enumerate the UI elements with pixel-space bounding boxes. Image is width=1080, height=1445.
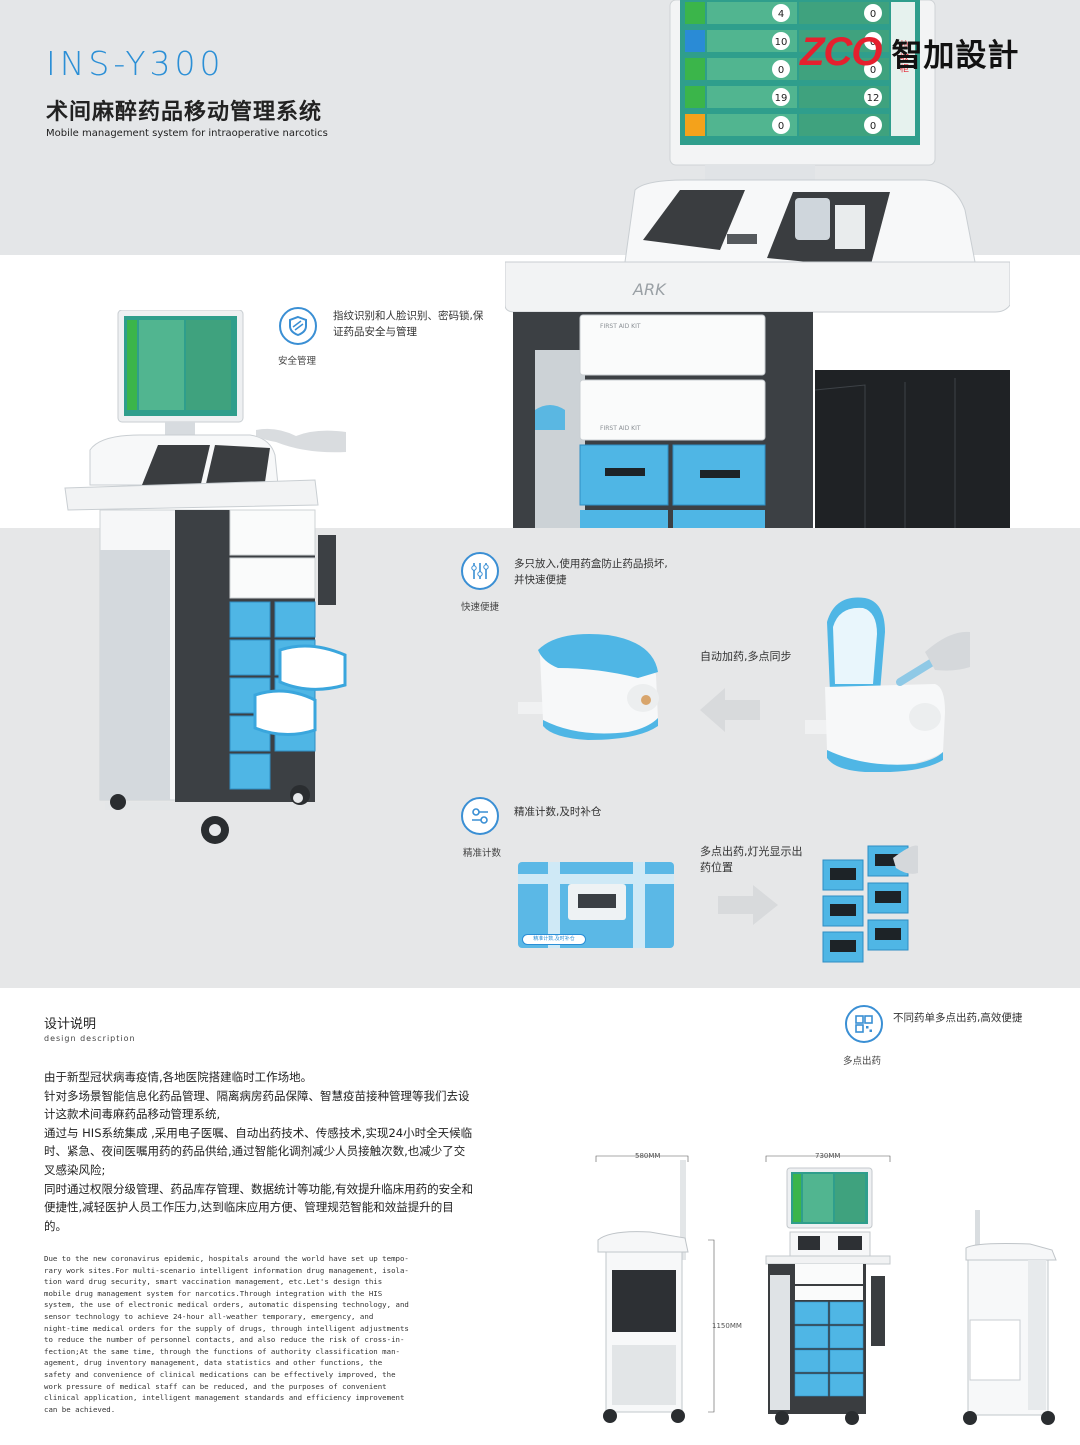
shield-icon <box>279 307 317 345</box>
screen-count-2: 0 <box>870 9 876 20</box>
multi-point-label: 多点出药 <box>843 1056 882 1067</box>
design-section-subtitle: design description <box>44 1034 136 1043</box>
screen-count-10: 0 <box>870 121 876 132</box>
logo-chinese: 智加設計 <box>891 37 1020 74</box>
security-label: 安全管理 <box>278 356 317 367</box>
design-section-title: 设计说明 <box>44 1017 97 1032</box>
cart-full-illustration <box>64 310 347 844</box>
screen-side-button: 拉 收 柜 <box>898 39 909 74</box>
brand-logo: ZCO 智加設計 <box>800 30 1019 74</box>
screen-count-4: 0 <box>870 37 876 48</box>
cn-paragraph-2: 针对多场景智能信息化药品管理、隔离病房药品保障、智慧疫苗接种管理等我们去设计这款… <box>44 1088 470 1122</box>
medicine-box-closed-illustration <box>518 634 659 740</box>
page-subtitle: Mobile management system for intraoperat… <box>46 128 328 139</box>
cn-paragraph-4: 同时通过权限分级管理、药品库存管理、数据统计等功能,有效提升临床用药的安全和便捷… <box>44 1181 474 1233</box>
screen-count-5: 0 <box>778 65 784 76</box>
auto-add-caption: 自动加药,多点同步 <box>700 650 792 663</box>
screen-count-6: 0 <box>870 65 876 76</box>
cart-brand-label: ARK <box>632 280 667 299</box>
cn-paragraph-1: 由于新型冠状病毒疫情,各地医院搭建临时工作场地。 <box>44 1070 313 1084</box>
page-title: 术间麻醉药品移动管理系统 <box>46 100 323 125</box>
model-number: INS-Y300 <box>46 44 225 83</box>
lit-drawers-illustration <box>822 845 918 963</box>
counting-screen-illustration: 精准计数,及时补仓 <box>518 862 674 948</box>
multi-dispense-caption: 多点出药,灯光显示出药位置 <box>700 845 803 874</box>
hand-illustration <box>256 428 346 453</box>
cart-closeup-illustration: 4 0 10 0 0 0 19 12 0 0 拉 收 柜 ARK FIRST A… <box>505 0 1010 528</box>
quick-label: 快速便捷 <box>461 602 500 613</box>
design-description-en: Due to the new coronavirus epidemic, hos… <box>44 1254 409 1414</box>
arrow-left-icon <box>700 688 760 732</box>
screen-tiles <box>685 2 915 136</box>
design-description-cn: 由于新型冠状病毒疫情,各地医院搭建临时工作场地。 针对多场景智能信息化药品管理、… <box>44 1068 474 1235</box>
screen-count-3: 10 <box>775 37 788 48</box>
height-dimension: 1150MM <box>712 1322 742 1330</box>
qr-icon <box>845 1005 883 1043</box>
counting-banner: 精准计数,及时补仓 <box>522 934 586 945</box>
screen-count-8: 12 <box>867 93 880 104</box>
quick-description: 多只放入,使用药盒防止药品损坏,并快速便捷 <box>514 558 668 586</box>
width-dimension: 730MM <box>815 1152 841 1160</box>
depth-dimension: 580MM <box>635 1152 661 1160</box>
link-icon <box>461 797 499 835</box>
dimension-drawings <box>595 1155 1057 1425</box>
screen-count-1: 4 <box>778 9 784 20</box>
precise-description: 精准计数,及时补仓 <box>514 806 602 818</box>
screen-count-9: 0 <box>778 121 784 132</box>
drawer-label-2: FIRST AID KIT <box>600 425 641 432</box>
logo-latin: ZCO <box>800 29 882 74</box>
multi-point-description: 不同药单多点出药,高效便捷 <box>893 1012 1023 1024</box>
sliders-icon <box>461 552 499 590</box>
cn-paragraph-3: 通过与 HIS系统集成 ,采用电子医嘱、自动出药技术、传感技术,实现24小时全天… <box>44 1125 473 1177</box>
medicine-box-open-illustration <box>805 597 970 772</box>
security-description: 指纹识别和人脸识别、密码锁,保证药品安全与管理 <box>333 310 484 338</box>
precise-label: 精准计数 <box>463 848 502 859</box>
drawer-label-1: FIRST AID KIT <box>600 323 641 330</box>
arrow-right-icon <box>718 885 778 925</box>
screen-count-7: 19 <box>775 93 788 104</box>
